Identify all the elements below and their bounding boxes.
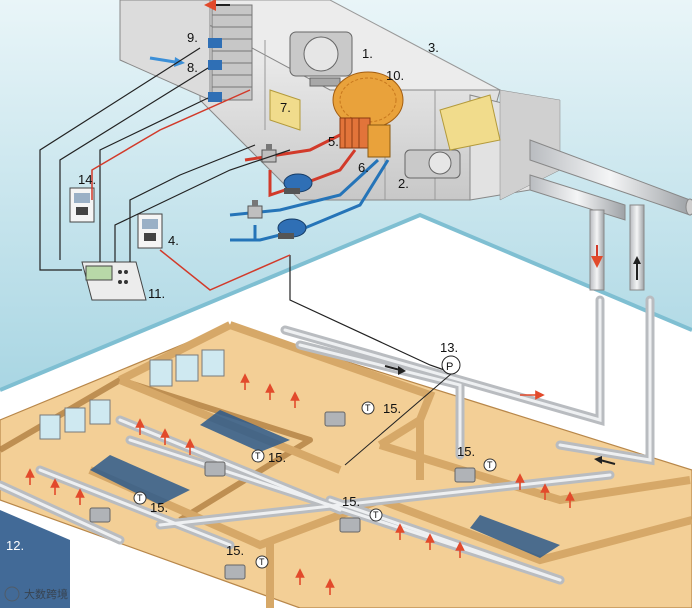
- label-11: 11.: [148, 286, 165, 301]
- label-7: 7.: [280, 100, 291, 115]
- label-15: 15.: [150, 500, 168, 515]
- thermostat-symbol: T: [259, 557, 265, 567]
- label-15: 15.: [226, 543, 244, 558]
- cooling-coil: [367, 124, 391, 158]
- watermark-text: 大数跨境: [24, 587, 68, 601]
- distribution-ducts-highlight: [0, 298, 652, 582]
- label-3: 3.: [428, 40, 439, 55]
- fresh-air-arrowhead-icon: [174, 57, 185, 67]
- cooling-pump: [277, 218, 307, 239]
- supply-diffuser-arrows: [25, 373, 575, 595]
- label-2: 2.: [398, 176, 409, 191]
- return-up-arrowhead-icon: [633, 256, 641, 264]
- pressure-symbol: P: [446, 361, 453, 373]
- return-duct-arrowhead-icon: [398, 366, 406, 375]
- thermostat-symbol: T: [255, 451, 261, 461]
- heating-valve: [261, 144, 277, 163]
- label-15: 15.: [268, 450, 286, 465]
- controller-14: [69, 187, 95, 223]
- main-controller-11: [81, 261, 147, 301]
- controller-4: [137, 213, 163, 249]
- thermostat-symbol: T: [373, 510, 379, 520]
- control-wiring-red: [91, 89, 291, 291]
- heating-pump: [283, 173, 313, 194]
- watermark: 大数跨境: [4, 586, 68, 602]
- return-fan: [404, 149, 461, 179]
- label-4: 4.: [168, 233, 179, 248]
- damper-actuator-8: [208, 60, 222, 70]
- thermostat-symbol: T: [365, 403, 371, 413]
- label-9: 9.: [187, 30, 198, 45]
- thermostat-symbol: T: [137, 493, 143, 503]
- windows: [39, 349, 225, 440]
- control-wiring: [39, 47, 451, 373]
- return-duct-arrow-2-icon: [599, 459, 616, 465]
- vav-boxes: [89, 411, 476, 580]
- filter: [269, 89, 301, 131]
- fresh-air-arrow-icon: [149, 56, 176, 64]
- label-13: 13.: [440, 340, 458, 355]
- outlet-filter: [439, 94, 501, 151]
- thermostats: [133, 401, 497, 569]
- damper-actuator-9: [208, 38, 222, 48]
- label-1: 1.: [362, 46, 373, 61]
- label-14: 14.: [78, 172, 96, 187]
- supply-outlet-ducts: [529, 139, 692, 291]
- floor-area-12: [0, 510, 70, 608]
- damper-actuator-lower: [208, 92, 222, 102]
- label-10: 10.: [386, 68, 404, 83]
- label-6: 6.: [358, 160, 369, 175]
- supply-fan: [289, 31, 353, 87]
- floor-area-c: [90, 455, 190, 505]
- return-duct-arrowhead-2-icon: [594, 456, 602, 464]
- return-duct-arrow-icon: [384, 365, 401, 371]
- label-8: 8.: [187, 60, 198, 75]
- floor-area-b: [200, 410, 290, 452]
- heating-coil: [339, 117, 371, 149]
- label-5: 5.: [328, 134, 339, 149]
- label-15: 15.: [457, 444, 475, 459]
- floor-area-d: [470, 515, 560, 558]
- label-15: 15.: [342, 494, 360, 509]
- cooling-valve: [247, 200, 263, 219]
- label-12: 12.: [6, 538, 24, 553]
- pressure-sensor: [344, 355, 461, 466]
- thermostat-symbol: T: [487, 460, 493, 470]
- background-edge: [0, 212, 692, 392]
- label-15: 15.: [383, 401, 401, 416]
- heat-recovery-wheel: [332, 71, 404, 129]
- inlet-louvres: [211, 4, 253, 101]
